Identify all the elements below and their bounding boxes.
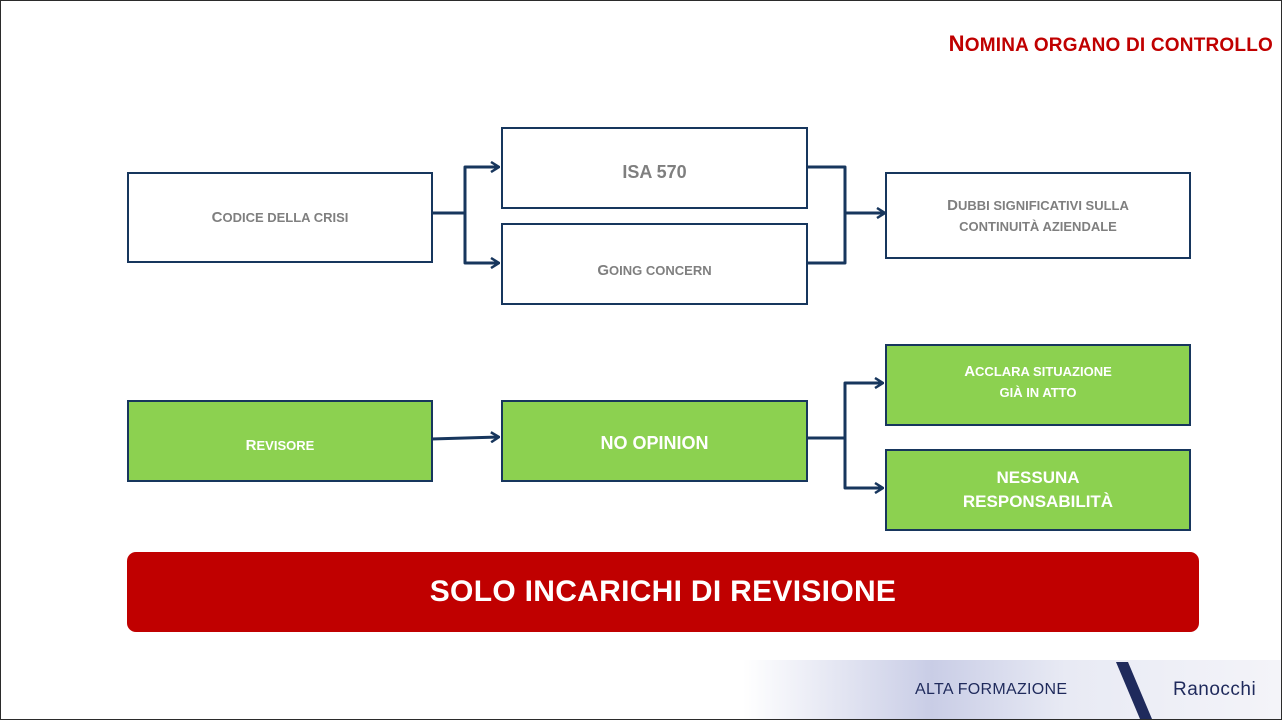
connector-codice-going — [463, 213, 499, 263]
footer-tagline: ALTA FORMAZIONE — [915, 681, 1068, 698]
dubbi-significativi-box: DUBBI SIGNIFICATIVI SULLA CONTINUITÀ AZI… — [885, 172, 1191, 259]
ranocchi-logo: Ranocchi — [1173, 679, 1257, 700]
connector-codice-isa — [431, 167, 499, 215]
footer-slash-icon — [1116, 662, 1152, 719]
connector-going-dubbi — [807, 213, 847, 265]
going-concern-box: GOING CONCERN — [501, 223, 808, 305]
isa-570-box: ISA 570 — [501, 127, 808, 209]
connector-isa-dubbi — [807, 165, 885, 213]
connector-noopinion-nessuna — [843, 438, 883, 488]
footer-band — [743, 660, 1281, 719]
solo-incarichi-banner: SOLO INCARICHI DI REVISIONE — [127, 552, 1199, 632]
no-opinion-box: NO OPINION — [501, 400, 808, 482]
connector-noopinion-acclara — [807, 383, 883, 440]
acclara-situazione-box: ACCLARA SITUAZIONE GIÀ IN ATTO — [885, 344, 1191, 426]
page-title: NOMINA ORGANO DI CONTROLLO — [948, 31, 1273, 56]
revisore-box: REVISORE — [127, 400, 433, 482]
connector-revisore-noopinion — [430, 437, 499, 439]
codice-della-crisi-box: CODICE DELLA CRISI — [127, 172, 433, 263]
nessuna-responsabilita-box: NESSUNA RESPONSABILITÀ — [885, 449, 1191, 531]
